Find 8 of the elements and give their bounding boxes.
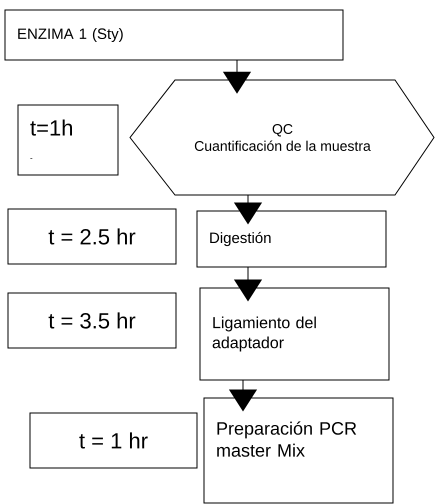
time-box: t = 2.5 hr — [8, 208, 176, 264]
process-box: ENZIMA 1 (Sty) — [4, 10, 344, 60]
time-box: t = 3.5 hr — [8, 292, 176, 348]
process-box: Digestión — [196, 210, 386, 268]
time-box: t=1h - — [18, 104, 118, 176]
process-box: Preparación PCR master Mix — [204, 398, 394, 504]
process-box: Ligamiento del adaptador — [200, 288, 390, 380]
time-box: t = 1 hr — [30, 412, 198, 468]
